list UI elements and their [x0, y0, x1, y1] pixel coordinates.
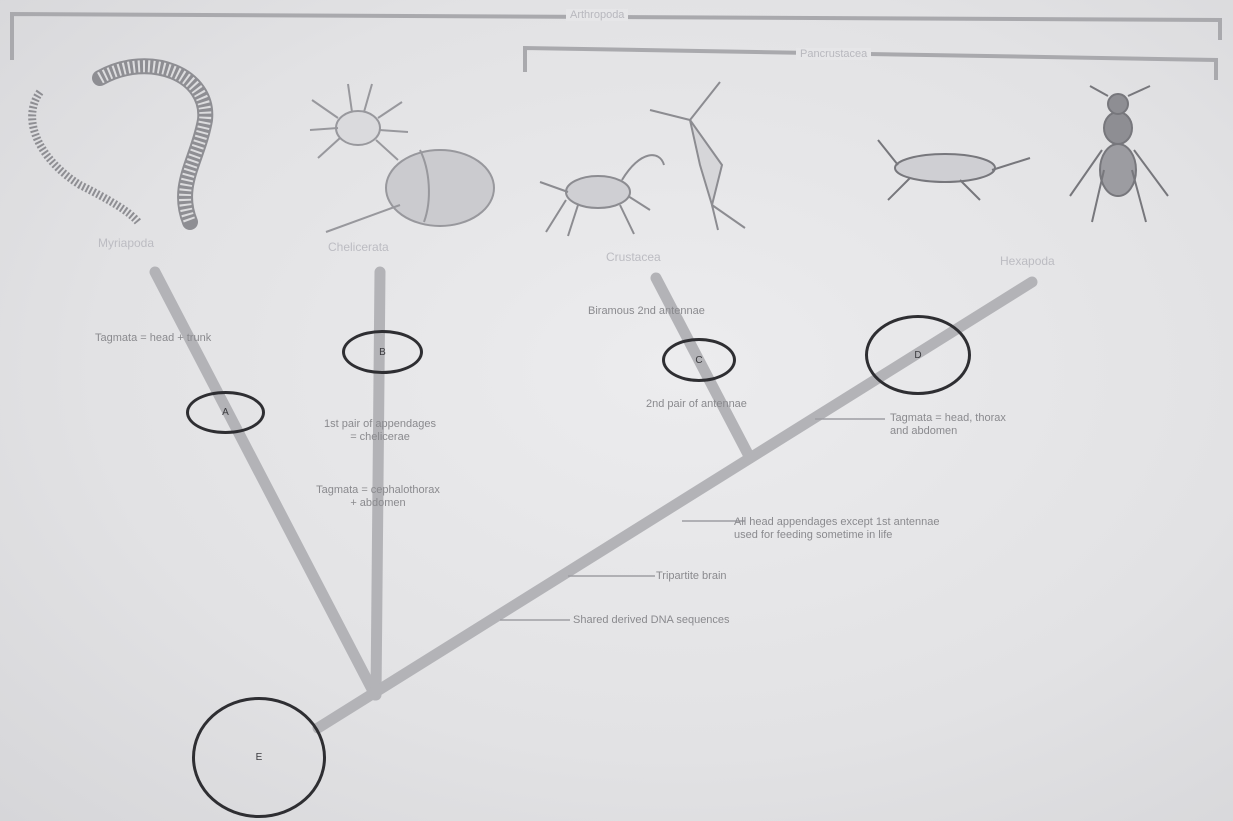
- hexapod-illustration: [878, 86, 1168, 222]
- trait-head-appendages-line2: used for feeding sometime in life: [734, 529, 940, 542]
- trait-biramous: Biramous 2nd antennae: [588, 305, 705, 318]
- taxon-myriapoda: Myriapoda: [98, 236, 154, 250]
- pancrustacea-label: Pancrustacea: [796, 48, 871, 60]
- crustacean-illustration: [540, 82, 745, 236]
- trait-head-appendages: All head appendages except 1st antennae …: [734, 516, 940, 542]
- taxon-crustacea: Crustacea: [606, 250, 661, 264]
- trait-hexapod-tagmata: Tagmata = head, thorax and abdomen: [890, 412, 1006, 438]
- trait-hexapod-tagmata-line2: and abdomen: [890, 425, 1006, 438]
- arthropoda-label: Arthropoda: [566, 9, 628, 21]
- myriapod-illustration: [32, 66, 205, 222]
- node-e: E: [192, 697, 326, 818]
- trait-dna: Shared derived DNA sequences: [573, 614, 730, 627]
- trait-myriapoda-tagmata: Tagmata = head + trunk: [95, 332, 211, 345]
- trait-first-appendages-line2: = chelicerae: [290, 431, 470, 444]
- trait-second-antennae: 2nd pair of antennae: [646, 398, 747, 411]
- chelicerate-illustration: [310, 84, 494, 232]
- node-b: B: [342, 330, 423, 374]
- node-d: D: [865, 315, 971, 395]
- node-c: C: [662, 338, 736, 382]
- trait-hexapod-tagmata-line1: Tagmata = head, thorax: [890, 412, 1006, 425]
- node-a: A: [186, 391, 265, 434]
- trait-chelicerate-tagmata: Tagmata = cephalothorax + abdomen: [278, 484, 478, 510]
- trait-head-appendages-line1: All head appendages except 1st antennae: [734, 516, 940, 529]
- trait-first-appendages: 1st pair of appendages = chelicerae: [290, 418, 470, 444]
- trait-chelicerate-tagmata-line1: Tagmata = cephalothorax: [278, 484, 478, 497]
- taxon-hexapoda: Hexapoda: [1000, 254, 1055, 268]
- taxon-chelicerata: Chelicerata: [328, 240, 389, 254]
- trait-first-appendages-line1: 1st pair of appendages: [290, 418, 470, 431]
- trait-chelicerate-tagmata-line2: + abdomen: [278, 497, 478, 510]
- trait-tripartite-brain: Tripartite brain: [656, 570, 727, 583]
